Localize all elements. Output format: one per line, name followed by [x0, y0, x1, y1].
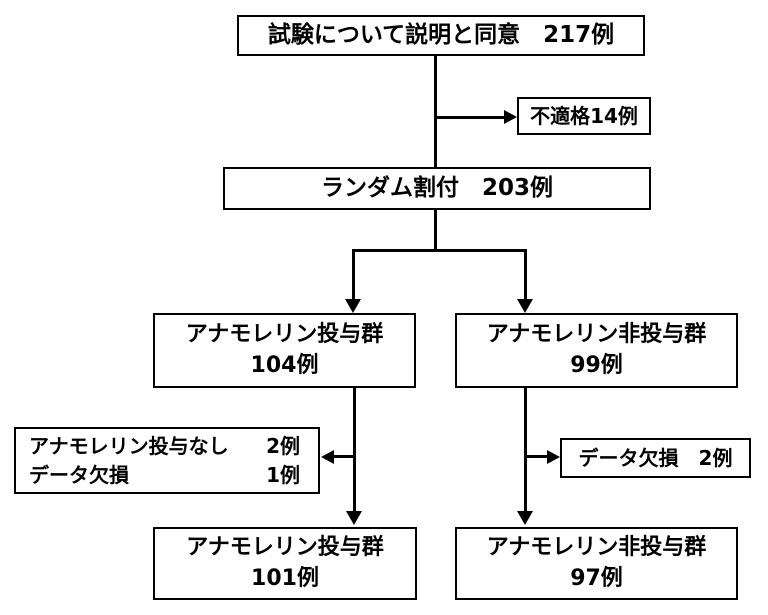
excluded-row-label: データ欠損: [29, 462, 129, 487]
arrowhead-left-excluded-anamorelin: [321, 450, 334, 464]
arrowhead-down-control: [517, 299, 533, 313]
box-ineligible-label: 不適格14例: [530, 103, 638, 128]
connector-branch-horizontal: [352, 249, 527, 252]
box-excluded-control-label: データ欠損 2例: [578, 445, 733, 470]
box-excluded-control: データ欠損 2例: [560, 438, 751, 478]
box-final-control-count: 97例: [570, 566, 623, 591]
box-final-control-title: アナモレリン非投与群: [486, 535, 707, 561]
arrowhead-right-excluded-control: [547, 450, 560, 464]
arrowhead-down-anamorelin: [345, 299, 361, 313]
box-excluded-anamorelin: アナモレリン投与なし 2例 データ欠損 1例: [14, 427, 320, 494]
connector-branch-to-control: [524, 250, 527, 299]
connector-control-to-final: [524, 388, 527, 511]
arrowhead-down-final-anamorelin: [346, 511, 362, 525]
box-ineligible: 不適格14例: [517, 97, 651, 135]
box-randomization: ランダム割付 203例: [223, 167, 651, 210]
excluded-row-value: 1例: [266, 462, 300, 487]
box-final-anamorelin-count: 101例: [251, 566, 319, 591]
box-randomization-label: ランダム割付 203例: [320, 174, 553, 201]
connector-to-excluded-anamorelin: [333, 455, 354, 458]
box-final-anamorelin: アナモレリン投与群 101例: [153, 527, 417, 600]
arrowhead-right-ineligible: [504, 110, 517, 124]
excluded-row-value: 2例: [266, 433, 300, 458]
box-final-anamorelin-title: アナモレリン投与群: [186, 535, 384, 561]
box-consent-label: 試験について説明と同意 217例: [267, 21, 615, 48]
box-final-control: アナモレリン非投与群 97例: [455, 527, 738, 600]
box-consent: 試験について説明と同意 217例: [237, 15, 645, 56]
box-group-anamorelin: アナモレリン投与群 104例: [153, 313, 416, 388]
arrowhead-down-final-control: [517, 511, 533, 525]
box-group-anamorelin-count: 104例: [250, 353, 319, 378]
excluded-row-label: アナモレリン投与なし: [29, 433, 229, 458]
excluded-row: データ欠損 1例: [29, 462, 300, 489]
box-group-anamorelin-title: アナモレリン投与群: [185, 322, 384, 348]
connector-randomization-stub: [434, 210, 437, 251]
excluded-row: アナモレリン投与なし 2例: [29, 433, 300, 460]
connector-to-excluded-control: [526, 455, 548, 458]
box-group-control-title: アナモレリン非投与群: [486, 322, 707, 348]
connector-to-ineligible: [436, 116, 505, 119]
box-group-control-count: 99例: [570, 353, 623, 378]
box-group-control: アナモレリン非投与群 99例: [455, 313, 738, 388]
connector-anamorelin-to-final: [353, 388, 356, 511]
connector-branch-to-anamorelin: [352, 250, 355, 299]
connector-consent-to-randomization: [434, 55, 437, 168]
